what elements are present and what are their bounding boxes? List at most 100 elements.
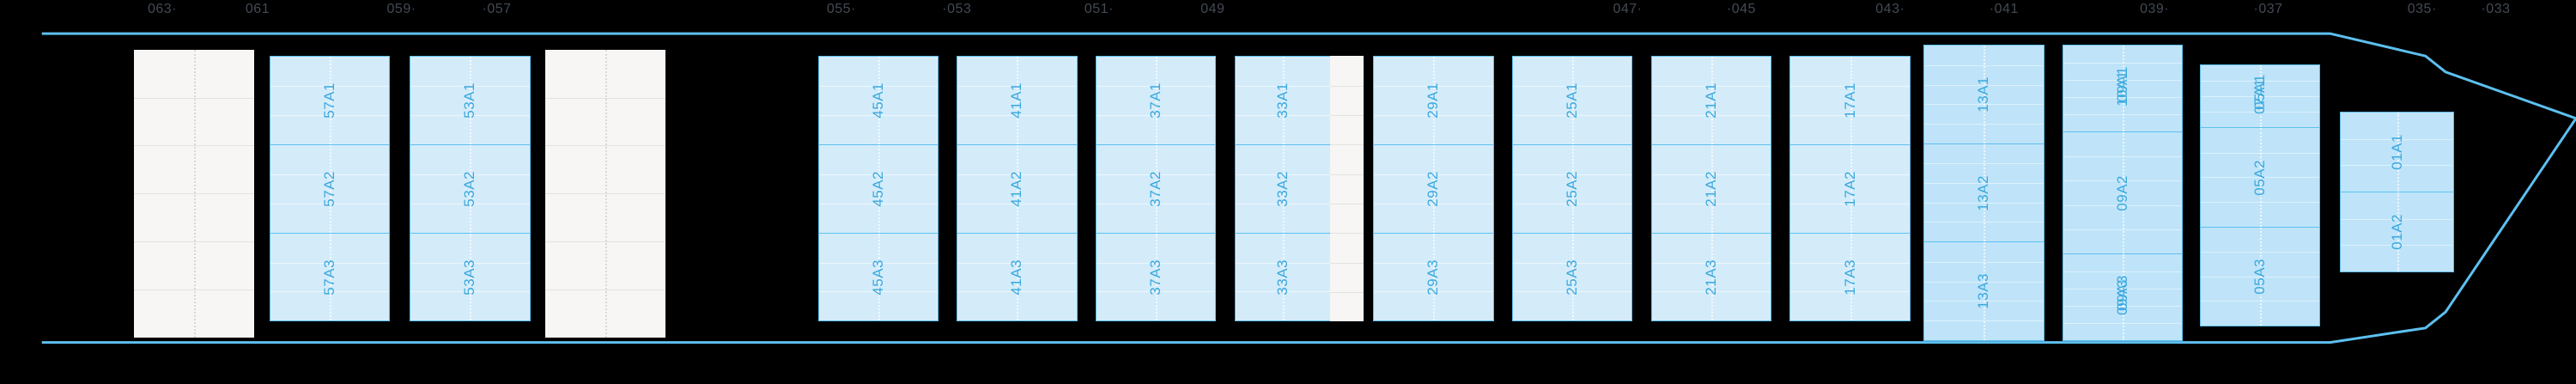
bay-slot[interactable]: 21A1 — [1650, 56, 1771, 145]
bay-slot[interactable] — [133, 49, 255, 338]
bay-slot[interactable]: 13A2 — [1923, 143, 2044, 243]
bay-slot-label: 09A2 — [2114, 174, 2131, 211]
bay-slot-label: 21A1 — [1702, 82, 1719, 119]
bay-slot[interactable]: 25A3 — [1512, 232, 1633, 322]
bay-slot[interactable]: 01A1 — [2340, 112, 2454, 192]
bay-slot[interactable]: 01A2 — [2340, 192, 2454, 272]
bay-slot-label: 05A2 — [2251, 159, 2268, 196]
bay-slot-label-alt: 09A3 — [2114, 275, 2131, 311]
ruler-tick: 047· — [1613, 2, 1643, 16]
bay-slot[interactable]: 37A2 — [1095, 143, 1217, 234]
bay-slot-label: 33A2 — [1274, 170, 1291, 207]
bay-slot-label: 37A3 — [1147, 259, 1164, 296]
bay-slot[interactable]: 45A3 — [817, 232, 939, 322]
ruler-tick: 049 — [1200, 2, 1225, 16]
bay-slot[interactable]: 53A3 — [410, 232, 531, 322]
bay-bay-45A[interactable]: 45A1 45A2 45A3 — [817, 56, 939, 322]
bay-bay-33A[interactable]: 33A1 33A2 33A3 — [1234, 56, 1332, 322]
bay-slot[interactable]: 57A3 — [269, 232, 390, 322]
ruler-tick: ·033 — [2481, 2, 2511, 16]
bay-slot[interactable]: 09A2 — [2062, 131, 2184, 255]
bay-slot-label: 25A1 — [1564, 82, 1581, 119]
bay-bay-41A[interactable]: 41A1 41A2 41A3 — [957, 56, 1078, 322]
bay-slot[interactable]: 29A1 — [1373, 56, 1494, 145]
bay-slot[interactable]: 25A1 — [1512, 56, 1633, 145]
bay-slot-label: 37A2 — [1147, 170, 1164, 207]
bay-slot[interactable]: 57A2 — [269, 143, 390, 234]
bay-slot[interactable]: 37A3 — [1095, 232, 1217, 322]
bay-slot-label: 57A2 — [320, 170, 337, 207]
slot-divider-lines — [1329, 56, 1364, 321]
bay-slot-label: 29A3 — [1425, 259, 1442, 296]
bay-slot-label: 37A1 — [1147, 82, 1164, 119]
bay-empty-50[interactable] — [545, 49, 666, 338]
bay-slot[interactable]: 53A2 — [410, 143, 531, 234]
bay-slot-label: 13A3 — [1975, 273, 1992, 309]
bay-slot[interactable]: 21A2 — [1650, 143, 1771, 234]
bay-slot[interactable]: 33A3 — [1234, 232, 1332, 322]
bay-slot-label: 17A1 — [1841, 82, 1858, 119]
ruler-tick: ·041 — [1989, 2, 2019, 16]
bay-slot-label: 33A1 — [1274, 82, 1291, 119]
bay-bay-17A[interactable]: 17A1 17A2 17A3 — [1789, 56, 1911, 322]
bay-slot[interactable]: 33A1 — [1234, 56, 1332, 145]
bay-slot[interactable]: 37A1 — [1095, 56, 1217, 145]
bay-slot-label: 53A3 — [461, 259, 478, 296]
ruler-tick: 051· — [1084, 2, 1114, 16]
bay-slot[interactable]: 13A3 — [1923, 241, 2044, 341]
bay-slot[interactable]: 21A3 — [1650, 232, 1771, 322]
bay-slot-label: 29A2 — [1425, 170, 1442, 207]
bay-slot[interactable]: 41A3 — [957, 232, 1078, 322]
bay-slot[interactable]: 53A1 — [410, 56, 531, 145]
bay-bay-53A[interactable]: 53A1 53A2 53A3 — [410, 56, 531, 322]
bay-centerline — [605, 49, 608, 338]
bay-slot-label-alt: 09A1 — [2114, 66, 2131, 102]
bay-bay-25A[interactable]: 25A1 25A2 25A3 — [1512, 56, 1633, 322]
ruler-tick: 059· — [386, 2, 416, 16]
bay-slot[interactable]: 29A3 — [1373, 232, 1494, 322]
bay-slot[interactable]: 41A2 — [957, 143, 1078, 234]
bay-slot[interactable] — [1329, 56, 1364, 322]
bay-slot[interactable]: 13A1 — [1923, 45, 2044, 144]
bay-slot[interactable]: 25A2 — [1512, 143, 1633, 234]
bay-slot[interactable]: 57A1 — [269, 56, 390, 145]
bay-bay-29A[interactable]: 29A1 29A2 29A3 — [1373, 56, 1494, 322]
bay-slot-label: 57A1 — [320, 82, 337, 119]
bay-slot[interactable]: 17A1 — [1789, 56, 1911, 145]
bay-slot-label: 41A2 — [1008, 170, 1025, 207]
bay-slot[interactable]: 17A2 — [1789, 143, 1911, 234]
bay-strip-33A[interactable] — [1329, 56, 1364, 322]
bay-bay-37A[interactable]: 37A1 37A2 37A3 — [1095, 56, 1217, 322]
bay-slot-label: 53A1 — [461, 82, 478, 119]
bay-slot-label: 53A2 — [461, 170, 478, 207]
bay-slot[interactable]: 17A3 — [1789, 232, 1911, 322]
bay-slot-label: 41A1 — [1008, 82, 1025, 119]
bay-slot-label-alt: 05A1 — [2251, 73, 2268, 110]
bay-slot[interactable]: 29A2 — [1373, 143, 1494, 234]
bay-slot[interactable]: 05A3 — [2199, 226, 2320, 326]
bay-slot[interactable]: 45A1 — [817, 56, 939, 145]
bay-bay-57A[interactable]: 57A1 57A2 57A3 — [269, 56, 390, 322]
bay-slot[interactable]: 45A2 — [817, 143, 939, 234]
bay-slot[interactable]: 05A2 — [2199, 127, 2320, 228]
bay-slot[interactable] — [545, 49, 666, 338]
ruler-tick: ·037 — [2253, 2, 2283, 16]
ruler-tick: ·053 — [942, 2, 972, 16]
bay-slot-label: 17A2 — [1841, 170, 1858, 207]
bay-slot[interactable]: 33A2 — [1234, 143, 1332, 234]
bay-slot[interactable]: 41A1 — [957, 56, 1078, 145]
ruler-tick: ·057 — [482, 2, 512, 16]
bay-slot-label: 25A2 — [1564, 170, 1581, 207]
bay-slot-label: 45A2 — [869, 170, 886, 207]
bay-empty-62[interactable] — [133, 49, 255, 338]
